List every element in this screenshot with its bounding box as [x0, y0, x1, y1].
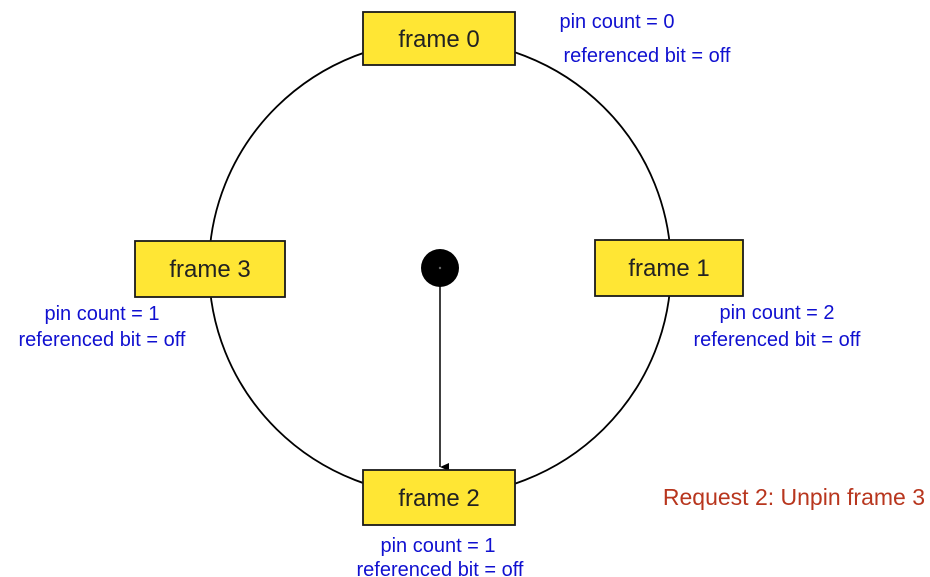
clock-hub-center	[438, 266, 442, 270]
frame-3-referenced-bit: referenced bit = off	[19, 329, 186, 351]
frame-box-0	[362, 11, 516, 66]
frame-label-0: frame 0	[398, 26, 479, 53]
frame-label-2: frame 2	[398, 485, 479, 512]
frame-0-referenced-bit: referenced bit = off	[564, 45, 731, 67]
frame-box-2	[362, 469, 516, 526]
frame-label-1: frame 1	[628, 255, 709, 282]
frame-label-3: frame 3	[169, 256, 250, 283]
frame-1-referenced-bit: referenced bit = off	[694, 329, 861, 351]
frame-2-pin-count: pin count = 1	[380, 535, 495, 557]
frame-0-pin-count: pin count = 0	[559, 11, 674, 33]
frame-3-pin-count: pin count = 1	[44, 303, 159, 325]
frame-box-1	[594, 239, 744, 297]
request-caption: Request 2: Unpin frame 3	[663, 484, 925, 510]
frame-box-3	[134, 240, 286, 298]
frame-2-referenced-bit: referenced bit = off	[357, 559, 524, 577]
frame-1-pin-count: pin count = 2	[719, 302, 834, 324]
